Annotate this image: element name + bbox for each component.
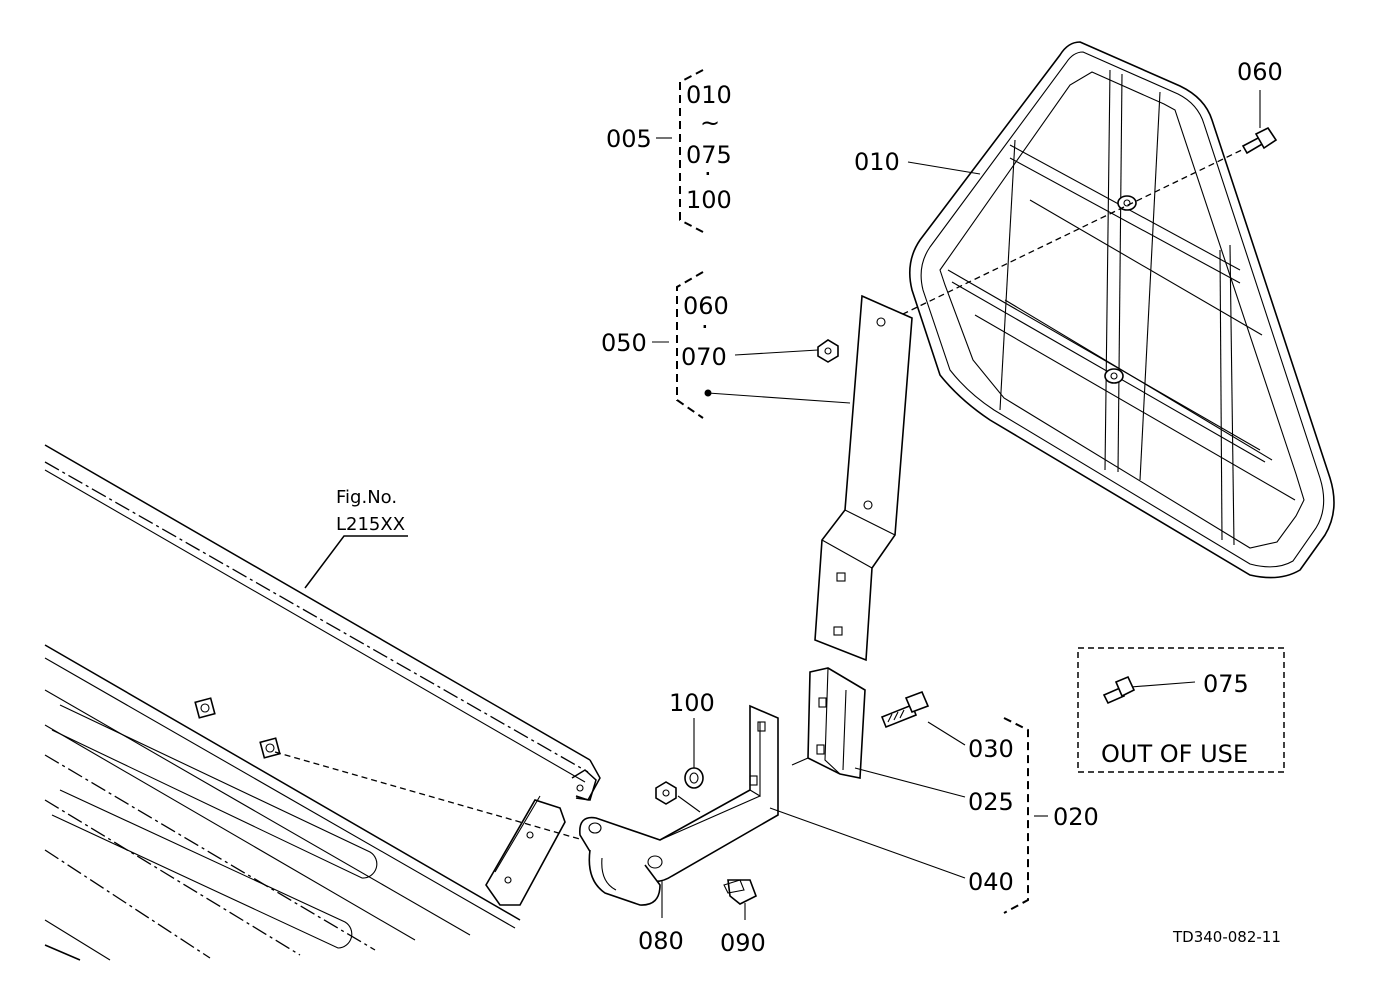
washer-100 (684, 767, 704, 789)
group-050-item-070: 070 (681, 343, 727, 371)
callout-100: 100 (669, 689, 715, 717)
group-005-ref: 005 (606, 125, 652, 153)
group-005-item-075: 075 (686, 141, 732, 169)
group-050-item-060: 060 (683, 292, 729, 320)
leader-lines (661, 90, 1261, 920)
group-005-item-100: 100 (686, 186, 732, 214)
nut-040-small (655, 781, 677, 805)
out-of-use-label: OUT OF USE (1101, 740, 1248, 768)
screw-060-top (1241, 126, 1278, 155)
callout-010: 010 (854, 148, 900, 176)
callout-040: 040 (968, 868, 1014, 896)
fig-no-label: Fig.No. (336, 487, 397, 508)
callout-075: 075 (1203, 670, 1249, 698)
bolt-030 (880, 690, 930, 729)
group-050-dot: · (701, 313, 709, 341)
reflector-010 (909, 41, 1335, 579)
out-of-use-box: OUT OF USE (1077, 647, 1285, 773)
group-005-item-010: 010 (686, 81, 732, 109)
assembly-line-screw (869, 145, 1251, 331)
bracket-020 (1003, 717, 1048, 914)
callout-090: 090 (720, 929, 766, 957)
figure-reference: Fig.No. L215XX (304, 487, 408, 589)
fender-panel (44, 444, 601, 961)
bracket-050 (652, 271, 704, 419)
fig-no-value: L215XX (336, 514, 405, 535)
bracket-040 (579, 704, 779, 883)
group-005-dot: · (704, 160, 712, 188)
drawing-code: TD340-082-11 (1172, 928, 1281, 946)
nut-070 (817, 339, 839, 363)
leader-dot (704, 389, 712, 397)
callout-080: 080 (638, 927, 684, 955)
bolt-090 (723, 879, 758, 905)
rod-080 (588, 849, 661, 906)
hinge-025 (807, 667, 866, 779)
group-050-ref: 050 (601, 329, 647, 357)
group-005-tilde: ~ (700, 109, 720, 137)
stay-050 (814, 294, 913, 662)
callout-025: 025 (968, 788, 1014, 816)
callout-030: 030 (968, 735, 1014, 763)
bracket-005 (656, 69, 704, 233)
callout-060: 060 (1237, 58, 1283, 86)
group-020-ref: 020 (1053, 803, 1099, 831)
